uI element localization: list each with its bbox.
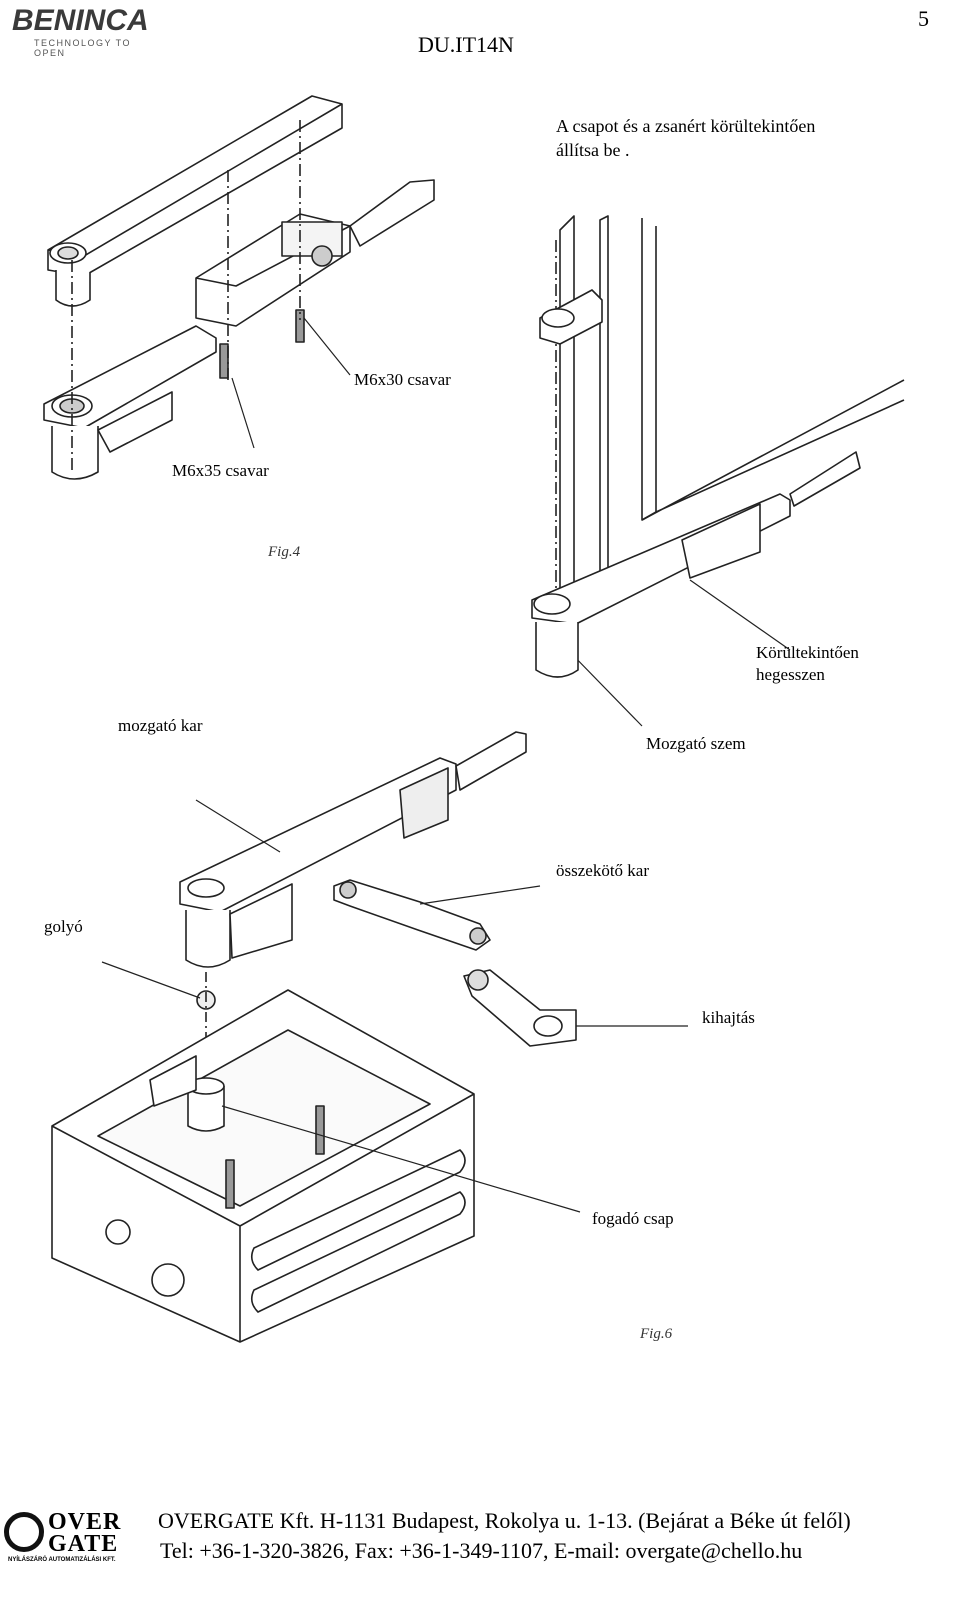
footer-contact: Tel: +36-1-320-3826, Fax: +36-1-349-1107… xyxy=(160,1538,803,1563)
footer-logo-mark xyxy=(4,1512,44,1552)
label-m6x35: M6x35 csavar xyxy=(172,461,269,480)
label-ball: golyó xyxy=(44,917,83,936)
moving-arm xyxy=(179,757,457,913)
brand-name: BENINCA xyxy=(12,4,149,37)
label-m6x30: M6x30 csavar xyxy=(354,370,451,389)
doc-code: DU.IT14N xyxy=(418,32,514,57)
label-link-arm: összekötő kar xyxy=(556,861,650,880)
caption-fig6: Fig.6 xyxy=(640,1326,673,1342)
note-adjust-line1: A csapot és a zsanért körültekintően xyxy=(556,116,816,136)
note-adjust-line2: állítsa be . xyxy=(556,140,630,160)
footer-logo: OVER GATE NYÍLÁSZÁRÓ AUTOMATIZÁLÁSI KFT. xyxy=(4,1510,132,1566)
label-bracket: kihajtás xyxy=(702,1008,755,1027)
footer-logo-bottom: GATE xyxy=(48,1531,119,1557)
brand-logo: BENINCA TECHNOLOGY TO OPEN xyxy=(12,4,162,59)
upper-arm xyxy=(47,95,343,277)
label-weld-line2: hegesszen xyxy=(756,665,825,684)
caption-fig4: Fig.4 xyxy=(268,544,301,560)
label-moving-arm: mozgató kar xyxy=(118,716,203,735)
footer-logo-tagline: NYÍLÁSZÁRÓ AUTOMATIZÁLÁSI KFT. xyxy=(8,1557,116,1563)
page-number: 5 xyxy=(918,6,929,31)
label-weld-line1: Körültekintően xyxy=(756,643,859,662)
label-moving-eye: Mozgató szem xyxy=(646,734,746,753)
link-arm xyxy=(333,879,491,951)
footer-address: OVERGATE Kft. H-1131 Budapest, Rokolya u… xyxy=(158,1508,851,1533)
handle xyxy=(349,179,435,247)
brand-tagline: TECHNOLOGY TO OPEN xyxy=(34,38,132,58)
gate-post xyxy=(559,215,609,601)
label-receiving-pin: fogadó csap xyxy=(592,1209,674,1228)
footer-logo-top: OVER xyxy=(48,1509,122,1535)
